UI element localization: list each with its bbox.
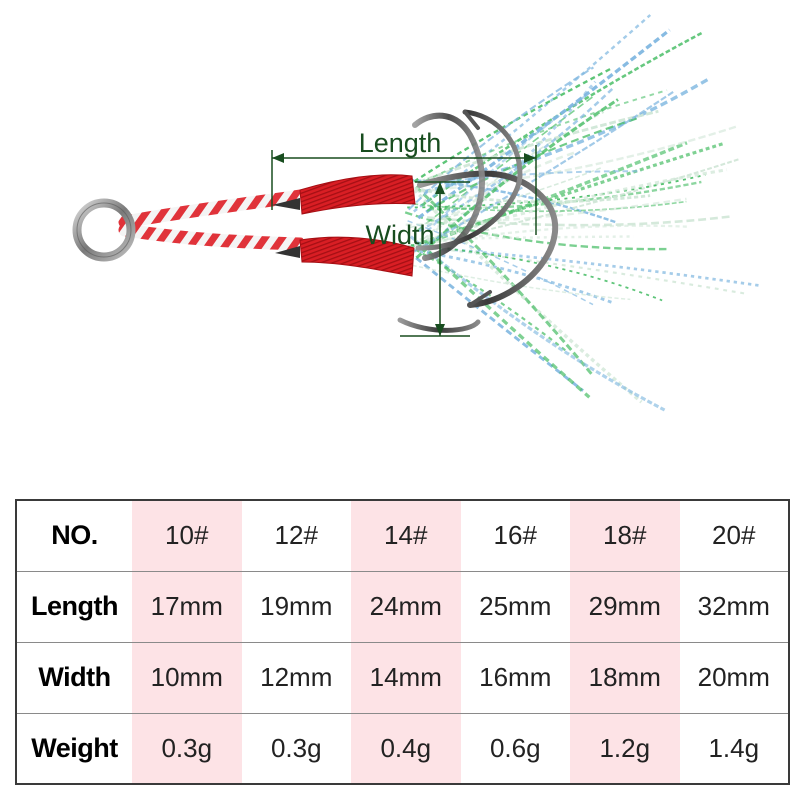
flash-strand xyxy=(406,200,687,213)
spec-cell-weight: 1.4g xyxy=(679,712,789,784)
split-ring xyxy=(72,198,136,262)
spec-cell-width: 14mm xyxy=(351,641,461,713)
spec-cell-width: 18mm xyxy=(570,641,680,713)
row-header: Weight xyxy=(16,712,132,784)
flash-strand xyxy=(409,235,666,412)
braided-assist-lines xyxy=(118,189,307,251)
spec-cell-no: 18# xyxy=(570,500,680,571)
flash-strand xyxy=(406,224,689,248)
length-label: Length xyxy=(359,128,442,158)
flash-tassel xyxy=(404,14,761,412)
spec-cell-no: 14# xyxy=(351,500,461,571)
flash-strand xyxy=(409,150,578,256)
hook-illustration: Length Width xyxy=(72,14,761,412)
hook-points xyxy=(272,198,300,258)
length-dimension: Length xyxy=(271,128,537,235)
row-header: Width xyxy=(16,641,132,713)
flash-strand xyxy=(404,211,668,251)
spec-cell-length: 25mm xyxy=(460,570,570,642)
spec-cell-weight: 0.3g xyxy=(132,712,242,784)
spec-cell-length: 24mm xyxy=(351,570,461,642)
flash-strand xyxy=(424,141,688,246)
flash-strand xyxy=(418,86,616,233)
flash-strand xyxy=(428,250,591,399)
hook-upper xyxy=(417,170,559,308)
red-thread-wraps xyxy=(299,174,416,277)
flash-strand xyxy=(418,170,642,186)
flash-strand xyxy=(407,173,706,209)
flash-strand xyxy=(419,235,634,241)
spec-cell-length: 32mm xyxy=(679,570,789,642)
flash-strand xyxy=(407,125,737,194)
spec-cell-no: 12# xyxy=(274,520,318,551)
flash-strand xyxy=(426,117,638,212)
row-no: NO. 10# 12# 14# 16# 18# 20# xyxy=(16,500,789,571)
flash-strand xyxy=(414,186,651,204)
width-label: Width xyxy=(365,220,434,250)
spec-cell-width: 10mm xyxy=(132,641,242,713)
flash-strand xyxy=(416,95,594,232)
spec-cell-weight: 0.4g xyxy=(351,712,461,784)
spec-cell-no: 16# xyxy=(493,520,537,551)
spec-cell-width: 20mm xyxy=(679,641,789,713)
spec-cell-no: 20# xyxy=(712,520,756,551)
spec-cell-length: 19mm xyxy=(241,570,351,642)
flash-strand xyxy=(407,220,594,306)
flash-strand xyxy=(413,14,652,213)
spec-cell-width: 12mm xyxy=(241,641,351,713)
width-dimension: Width xyxy=(365,181,470,337)
spec-cell-length: 29mm xyxy=(570,570,680,642)
flash-strand xyxy=(408,244,749,296)
hook-lower xyxy=(397,109,523,333)
flash-strand xyxy=(426,168,728,242)
flash-strand xyxy=(418,109,659,184)
flash-strand xyxy=(414,90,674,253)
row-header: Length xyxy=(16,570,132,642)
spec-cell-weight: 0.3g xyxy=(241,712,351,784)
spec-cell-length: 17mm xyxy=(132,570,242,642)
spec-cell-weight: 1.2g xyxy=(570,712,680,784)
spec-cell-no: 10# xyxy=(132,500,242,571)
flash-strand xyxy=(417,28,671,220)
row-header: NO. xyxy=(51,520,98,551)
spec-cell-width: 16mm xyxy=(460,641,570,713)
spec-cell-weight: 0.6g xyxy=(460,712,570,784)
flash-strand xyxy=(407,250,584,392)
